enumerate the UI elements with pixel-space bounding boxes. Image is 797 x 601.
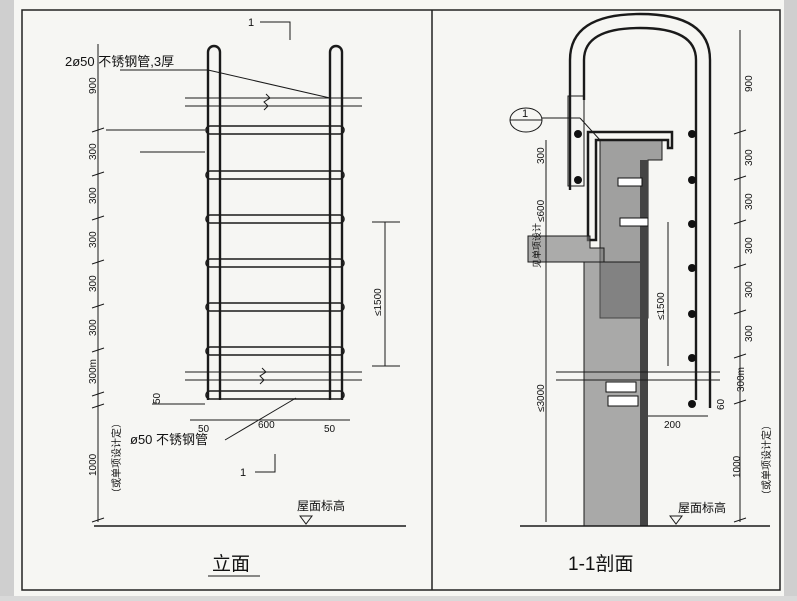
rung <box>205 214 345 224</box>
pipe-top-leader-2 <box>207 69 331 99</box>
section-right-dims: 900 300 300 300 300 300 300m 60 1000 <box>716 75 755 478</box>
dim-label: 300 <box>744 149 755 166</box>
section-mid-dim: ≤1500 <box>656 292 667 320</box>
elevation-title: 立面 <box>212 553 250 575</box>
elevation-left-dims: 900 300 300 300 300 300 300m 50 1000 <box>88 77 163 476</box>
section-note-left: 见单项设计 <box>531 223 542 268</box>
dim-label: 300 <box>88 275 99 292</box>
section-mark-bottom: 1 <box>240 467 246 479</box>
dim-label: 50 <box>198 424 210 435</box>
rung <box>205 390 345 400</box>
bottom-break-band <box>185 367 362 385</box>
hoop-leg-left <box>567 95 585 187</box>
dim-label: 1000 <box>732 455 743 478</box>
rungs <box>205 125 345 400</box>
roof-slab <box>527 235 605 263</box>
dim-label: 300 <box>744 281 755 298</box>
dim-label: 300 <box>88 143 99 160</box>
dim-label: ≤3000 <box>536 384 547 412</box>
right-stile <box>328 44 344 400</box>
rung <box>205 258 345 268</box>
dim-label: 900 <box>88 77 99 94</box>
dim-label: 300m <box>88 359 99 384</box>
dim-label: ≤600 <box>536 199 547 222</box>
section-title: 1-1剖面 <box>568 553 633 575</box>
section-right-ticks <box>733 129 747 523</box>
hoop-inner <box>568 12 712 408</box>
pipe-rung-label: ø50 不锈钢管 <box>130 432 208 447</box>
section-mark-top: 1 <box>248 17 254 29</box>
left-margin-strip <box>0 0 14 596</box>
section-rungs <box>574 130 696 408</box>
wall-bracket <box>617 177 643 187</box>
section-roof-label: 屋面标高 <box>678 500 726 515</box>
section-mark-top-line <box>260 21 291 40</box>
rung <box>205 346 345 356</box>
right-margin-strip <box>784 0 797 596</box>
pipe-rung-leader <box>224 397 297 441</box>
dim-label: 1000 <box>88 453 99 476</box>
left-stile <box>206 44 222 400</box>
dim-label: 300 <box>88 231 99 248</box>
wall-bracket <box>619 217 649 227</box>
section-mark-bottom-line <box>255 454 276 473</box>
section-view: 1 见单项设计 300 ≤600 ≤3000 ≤1500 200 <box>509 12 773 575</box>
dim-label: 300m <box>736 367 747 392</box>
dim-label: 300 <box>744 325 755 342</box>
section-break-band <box>556 371 720 381</box>
elevation-view: 1 1 2ø50 不锈钢管,3厚 <box>65 17 406 577</box>
paper <box>14 0 784 596</box>
wall-body <box>583 261 645 527</box>
section-side-note: （或单项设计定） <box>760 420 773 500</box>
top-break-band <box>185 93 362 111</box>
rung <box>205 125 345 135</box>
outer-frame <box>21 9 781 591</box>
parapet-capping <box>586 130 674 242</box>
hoop-outer <box>582 26 698 400</box>
elevation-right-dim: ≤1500 <box>373 288 384 316</box>
wall-bracket <box>605 381 637 393</box>
dim-label: 300 <box>744 193 755 210</box>
wall-finish <box>640 160 648 526</box>
dim-label: 60 <box>716 398 727 410</box>
elevation-roof-label: 屋面标高 <box>297 498 345 513</box>
dim-label: 300 <box>88 319 99 336</box>
elevation-bottom-dims: 50 600 50 <box>198 420 336 435</box>
pipe-top-label: 2ø50 不锈钢管,3厚 <box>65 54 174 69</box>
rung <box>205 302 345 312</box>
dim-label: 900 <box>744 75 755 92</box>
section-left-dims: 300 ≤600 ≤3000 <box>536 147 547 412</box>
dim-label: 50 <box>152 392 163 404</box>
dim-label: 300 <box>536 147 547 164</box>
rung <box>205 170 345 180</box>
section-roof-level-symbol <box>669 515 683 525</box>
dim-label: 50 <box>324 424 336 435</box>
elevation-left-ticks <box>91 127 105 523</box>
dim-200-label: 200 <box>664 420 681 431</box>
dim-label: 300 <box>88 187 99 204</box>
roof-level-symbol <box>299 515 313 525</box>
elevation-side-note: （或单项设计定） <box>110 418 123 498</box>
dim-label: 600 <box>258 420 275 431</box>
dim-label: 300 <box>744 237 755 254</box>
wall-bracket <box>607 395 639 407</box>
detail-callout-number: 1 <box>522 108 528 120</box>
